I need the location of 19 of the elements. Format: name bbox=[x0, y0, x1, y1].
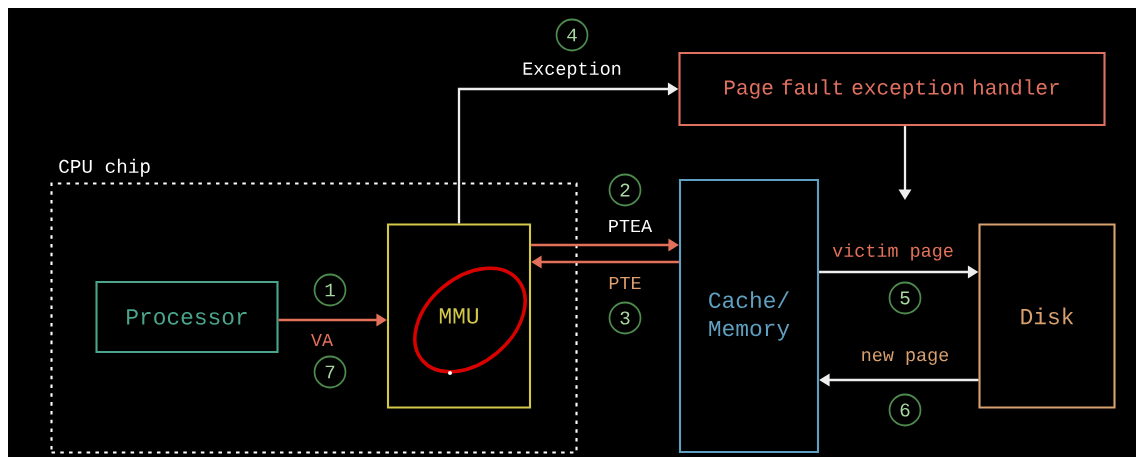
process-box: Cache/ Memory bbox=[678, 178, 820, 454]
edge-label: Exception bbox=[523, 61, 621, 79]
step-number: 7 bbox=[313, 355, 347, 389]
process-box: Disk bbox=[978, 223, 1116, 409]
edge-label: VA bbox=[311, 333, 334, 347]
step-number: 6 bbox=[888, 393, 922, 427]
step-number: 2 bbox=[608, 173, 642, 207]
edge-label: new page bbox=[862, 351, 949, 365]
node-label: CPU chip bbox=[59, 158, 150, 177]
step-number: 4 bbox=[555, 18, 589, 52]
step-number: 5 bbox=[888, 281, 922, 315]
step-number: 3 bbox=[608, 301, 642, 335]
process-box: Processor bbox=[95, 280, 279, 354]
edge-label: PTEA bbox=[609, 219, 653, 233]
edge-label: victim page bbox=[832, 243, 953, 261]
process-box: Page fault exception handler bbox=[678, 51, 1106, 127]
step-number: 1 bbox=[313, 273, 347, 307]
edge-label: PTE bbox=[609, 276, 641, 290]
process-box: MMU bbox=[386, 223, 532, 409]
